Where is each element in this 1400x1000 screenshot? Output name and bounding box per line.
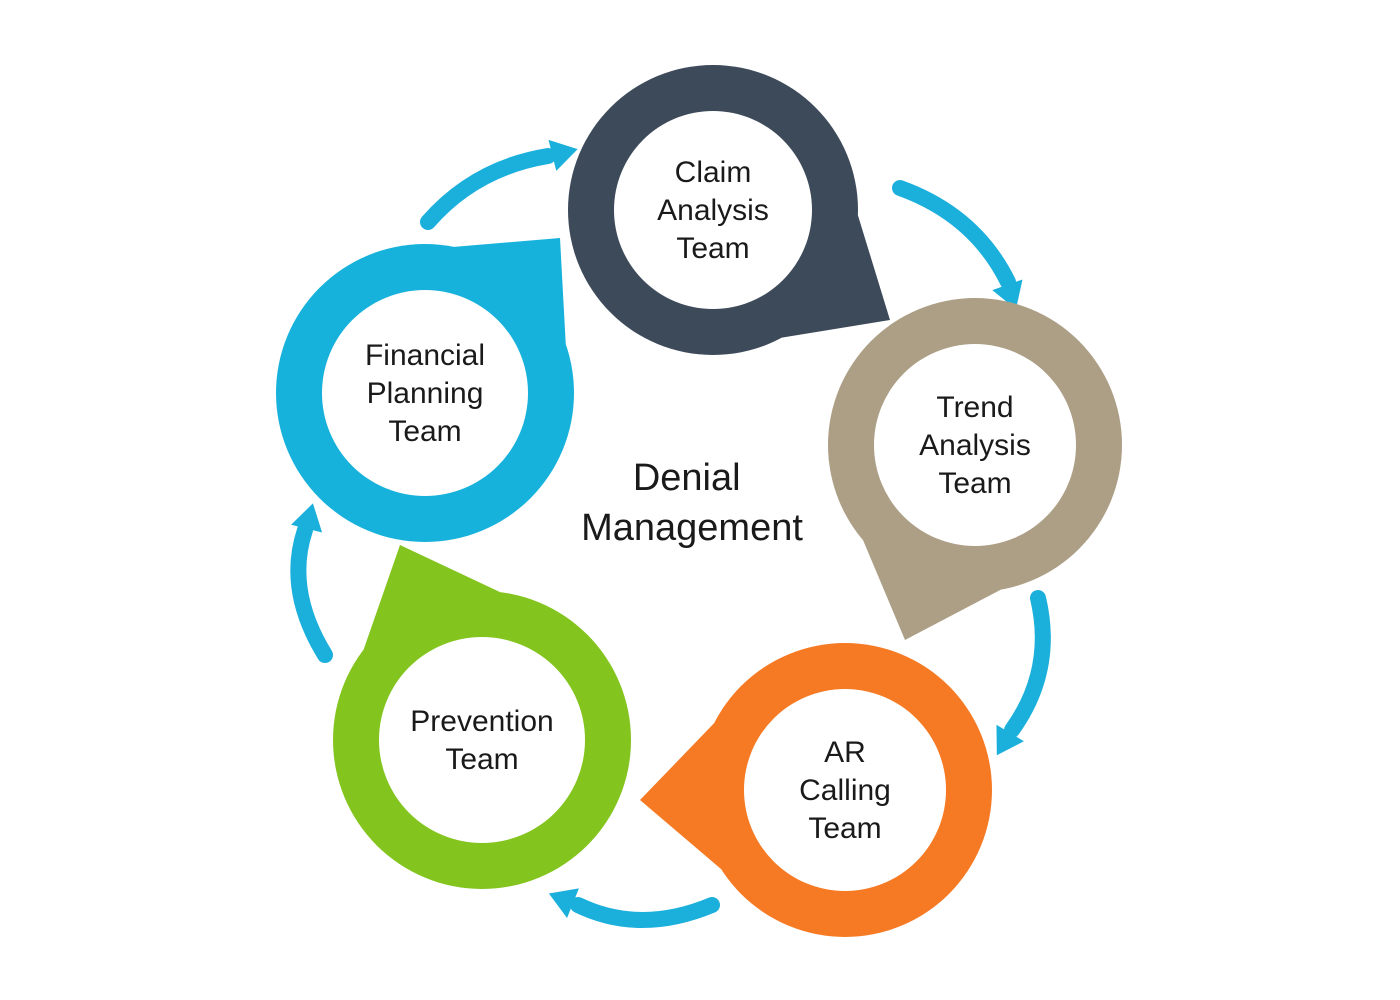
node-pointer — [640, 723, 722, 870]
node-inner-circle — [744, 689, 946, 891]
arrow-trend-to-ar — [996, 590, 1051, 756]
arrow-body — [1004, 590, 1051, 738]
node-label-line: AR — [824, 736, 866, 769]
node-label-line: Analysis — [657, 194, 769, 227]
node-label-line: Analysis — [919, 429, 1031, 462]
arrow-body — [570, 897, 720, 928]
arrow-body — [290, 522, 333, 663]
node-label-line: Prevention — [410, 705, 553, 738]
node-inner-circle — [322, 290, 528, 496]
center-title: Denial Management — [581, 457, 803, 549]
arrow-claim-to-trend — [892, 180, 1023, 310]
arrow-financial-to-claim — [420, 139, 578, 230]
node-inner-circle — [874, 344, 1076, 546]
node-inner-circle — [614, 111, 812, 309]
arrow-ar-to-prevention — [548, 888, 720, 928]
arrow-body — [420, 148, 556, 230]
cycle-arrows — [290, 139, 1051, 928]
node-label-line: Team — [676, 232, 749, 265]
arrowhead-icon — [291, 503, 323, 533]
node-label-line: Team — [938, 467, 1011, 500]
node-label-line: Team — [388, 415, 461, 448]
node-inner-circle — [379, 637, 585, 843]
node-label-line: Financial — [365, 339, 485, 372]
arrowhead-icon — [548, 139, 578, 171]
arrowhead-icon — [548, 888, 579, 919]
node-label-line: Calling — [799, 774, 891, 807]
node-label-line: Team — [445, 743, 518, 776]
arrowhead-icon — [996, 724, 1024, 756]
node-label-line: Planning — [367, 377, 484, 410]
node-label-line: Team — [808, 812, 881, 845]
node-label-line: Claim — [675, 156, 752, 189]
center-title-line-1: Denial — [633, 457, 741, 499]
arrow-body — [892, 180, 1016, 290]
arrowhead-icon — [992, 279, 1023, 310]
arrow-prevention-to-financial — [290, 503, 333, 663]
node-label-line: Trend — [936, 391, 1013, 424]
center-title-line-2: Management — [581, 507, 803, 549]
